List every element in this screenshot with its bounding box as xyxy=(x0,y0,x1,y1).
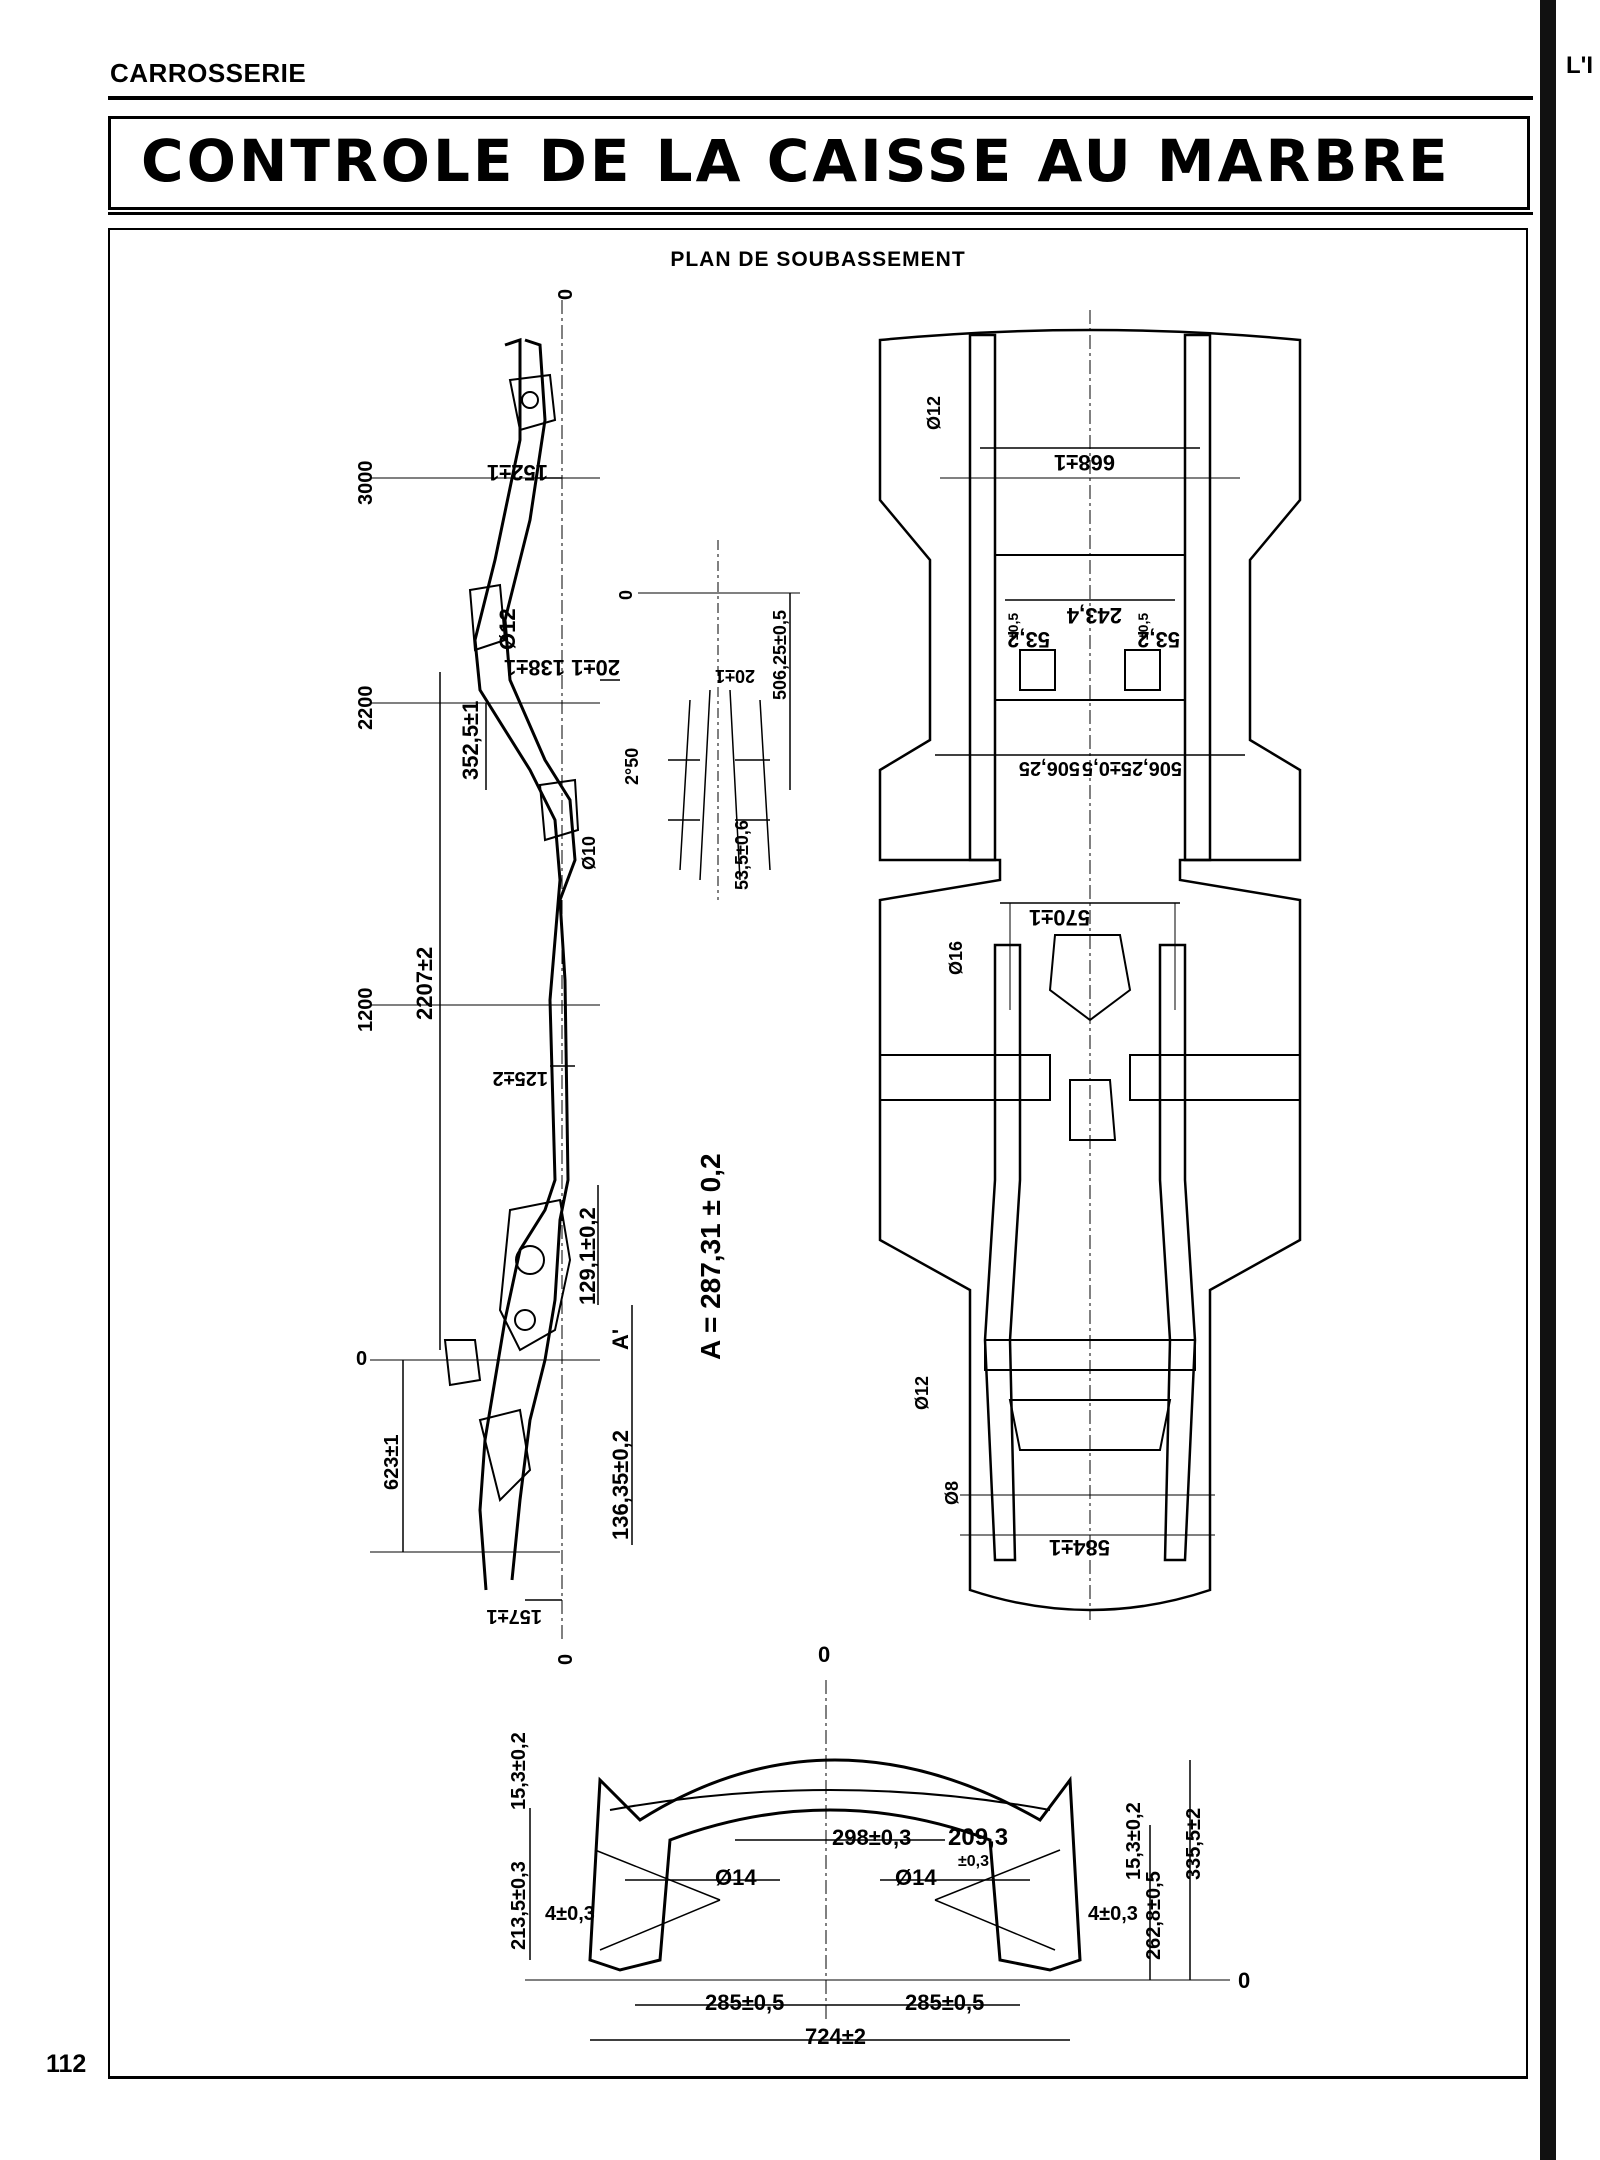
page-number: 112 xyxy=(46,2050,87,2078)
front-zero-top: 0 xyxy=(818,1642,830,1667)
station-1200: 1200 xyxy=(355,988,377,1033)
dim-2628: 262,8±0,5 xyxy=(1143,1871,1165,1960)
front-zero-right: 0 xyxy=(1238,1968,1250,1993)
dim-157: 157±1 xyxy=(487,1605,542,1627)
section-label: CARROSSERIE xyxy=(110,58,307,88)
dim-668: 668±1 xyxy=(1054,450,1115,475)
dim-153-left: 15,3±0,2 xyxy=(508,1732,530,1810)
dim-153-right: 15,3±0,2 xyxy=(1123,1802,1145,1880)
dim-136: 136,35±0,2 xyxy=(608,1430,633,1540)
dim-570: 570±1 xyxy=(1029,905,1090,930)
dim-125: 125±2 xyxy=(493,1067,548,1089)
top-rule xyxy=(108,96,1533,100)
adjacent-page-text: L'I xyxy=(1566,52,1594,79)
panel-title: PLAN DE SOUBASSEMENT xyxy=(670,248,966,271)
detail-506: 506,25±0,5 xyxy=(770,610,790,700)
title-rule xyxy=(108,212,1533,215)
dim-129: 129,1±0,2 xyxy=(575,1207,600,1305)
detail-20: 20±1 xyxy=(715,666,755,686)
dim-plan-16: Ø16 xyxy=(946,941,966,975)
detail-53: 53,5±0,6 xyxy=(732,820,752,890)
adjacent-page-edge: L'I xyxy=(1540,0,1600,2160)
dim-4-right: 4±0,3 xyxy=(1088,1903,1138,1925)
formula-A: A = 287,31 ± 0,2 xyxy=(695,1153,726,1360)
dim-14-left: Ø14 xyxy=(715,1865,757,1890)
dim-2135: 213,5±0,3 xyxy=(508,1861,530,1950)
dim-10: Ø10 xyxy=(579,836,599,870)
dim-plan-12-rear: Ø12 xyxy=(912,1376,932,1410)
side-zero-top: 0 xyxy=(555,289,577,300)
side-zero-bottom: 0 xyxy=(555,1654,577,1665)
dim-138: 138±1 xyxy=(504,655,565,680)
detail-250: 2°50 xyxy=(622,748,642,785)
dim-14-right: Ø14 xyxy=(895,1865,937,1890)
dim-50625-right: 506,25±0,5 xyxy=(1082,757,1182,779)
dim-584: 584±1 xyxy=(1049,1535,1110,1560)
station-0: 0 xyxy=(356,1348,367,1370)
dim-20: 20±1 xyxy=(571,655,620,680)
detail-zero: 0 xyxy=(616,590,636,600)
dim-724: 724±2 xyxy=(805,2024,866,2049)
title-box: CONTROLE DE LA CAISSE AU MARBRE xyxy=(108,116,1530,210)
station-3000: 3000 xyxy=(355,461,377,506)
dim-352: 352,5±1 xyxy=(458,701,483,780)
dim-298: 298±0,3 xyxy=(832,1825,911,1850)
binding-bar xyxy=(1540,0,1556,2160)
dim-plan-8: Ø8 xyxy=(942,1481,962,1505)
station-2200: 2200 xyxy=(355,686,377,731)
dim-623: 623±1 xyxy=(381,1435,403,1490)
dim-2207: 2207±2 xyxy=(412,947,437,1020)
tol-right: ±0,5 xyxy=(1135,613,1151,640)
dim-152: 152±1 xyxy=(487,460,548,485)
bottom-rule xyxy=(108,2076,1528,2079)
tol-left: ±0,5 xyxy=(1005,613,1021,640)
dim-50625-left: 506,25 xyxy=(1019,757,1080,779)
dim-532-left: 53,2 xyxy=(1007,627,1050,652)
dim-3355: 335,5±2 xyxy=(1183,1808,1205,1880)
dim-2093-tol: ±0,3 xyxy=(958,1853,989,1870)
dim-A-prime: A' xyxy=(608,1329,633,1350)
dim-plan-12-top: Ø12 xyxy=(924,396,944,430)
dim-285-right: 285±0,5 xyxy=(905,1990,984,2015)
dim-12: Ø12 xyxy=(495,608,520,650)
dim-532-right: 53,2 xyxy=(1137,627,1180,652)
dim-2434: 243,4 xyxy=(1066,603,1122,628)
dim-4-left: 4±0,3 xyxy=(545,1903,595,1925)
dim-2093: 209,3 xyxy=(948,1824,1008,1851)
dim-285-left: 285±0,5 xyxy=(705,1990,784,2015)
page-title: CONTROLE DE LA CAISSE AU MARBRE xyxy=(141,127,1451,195)
